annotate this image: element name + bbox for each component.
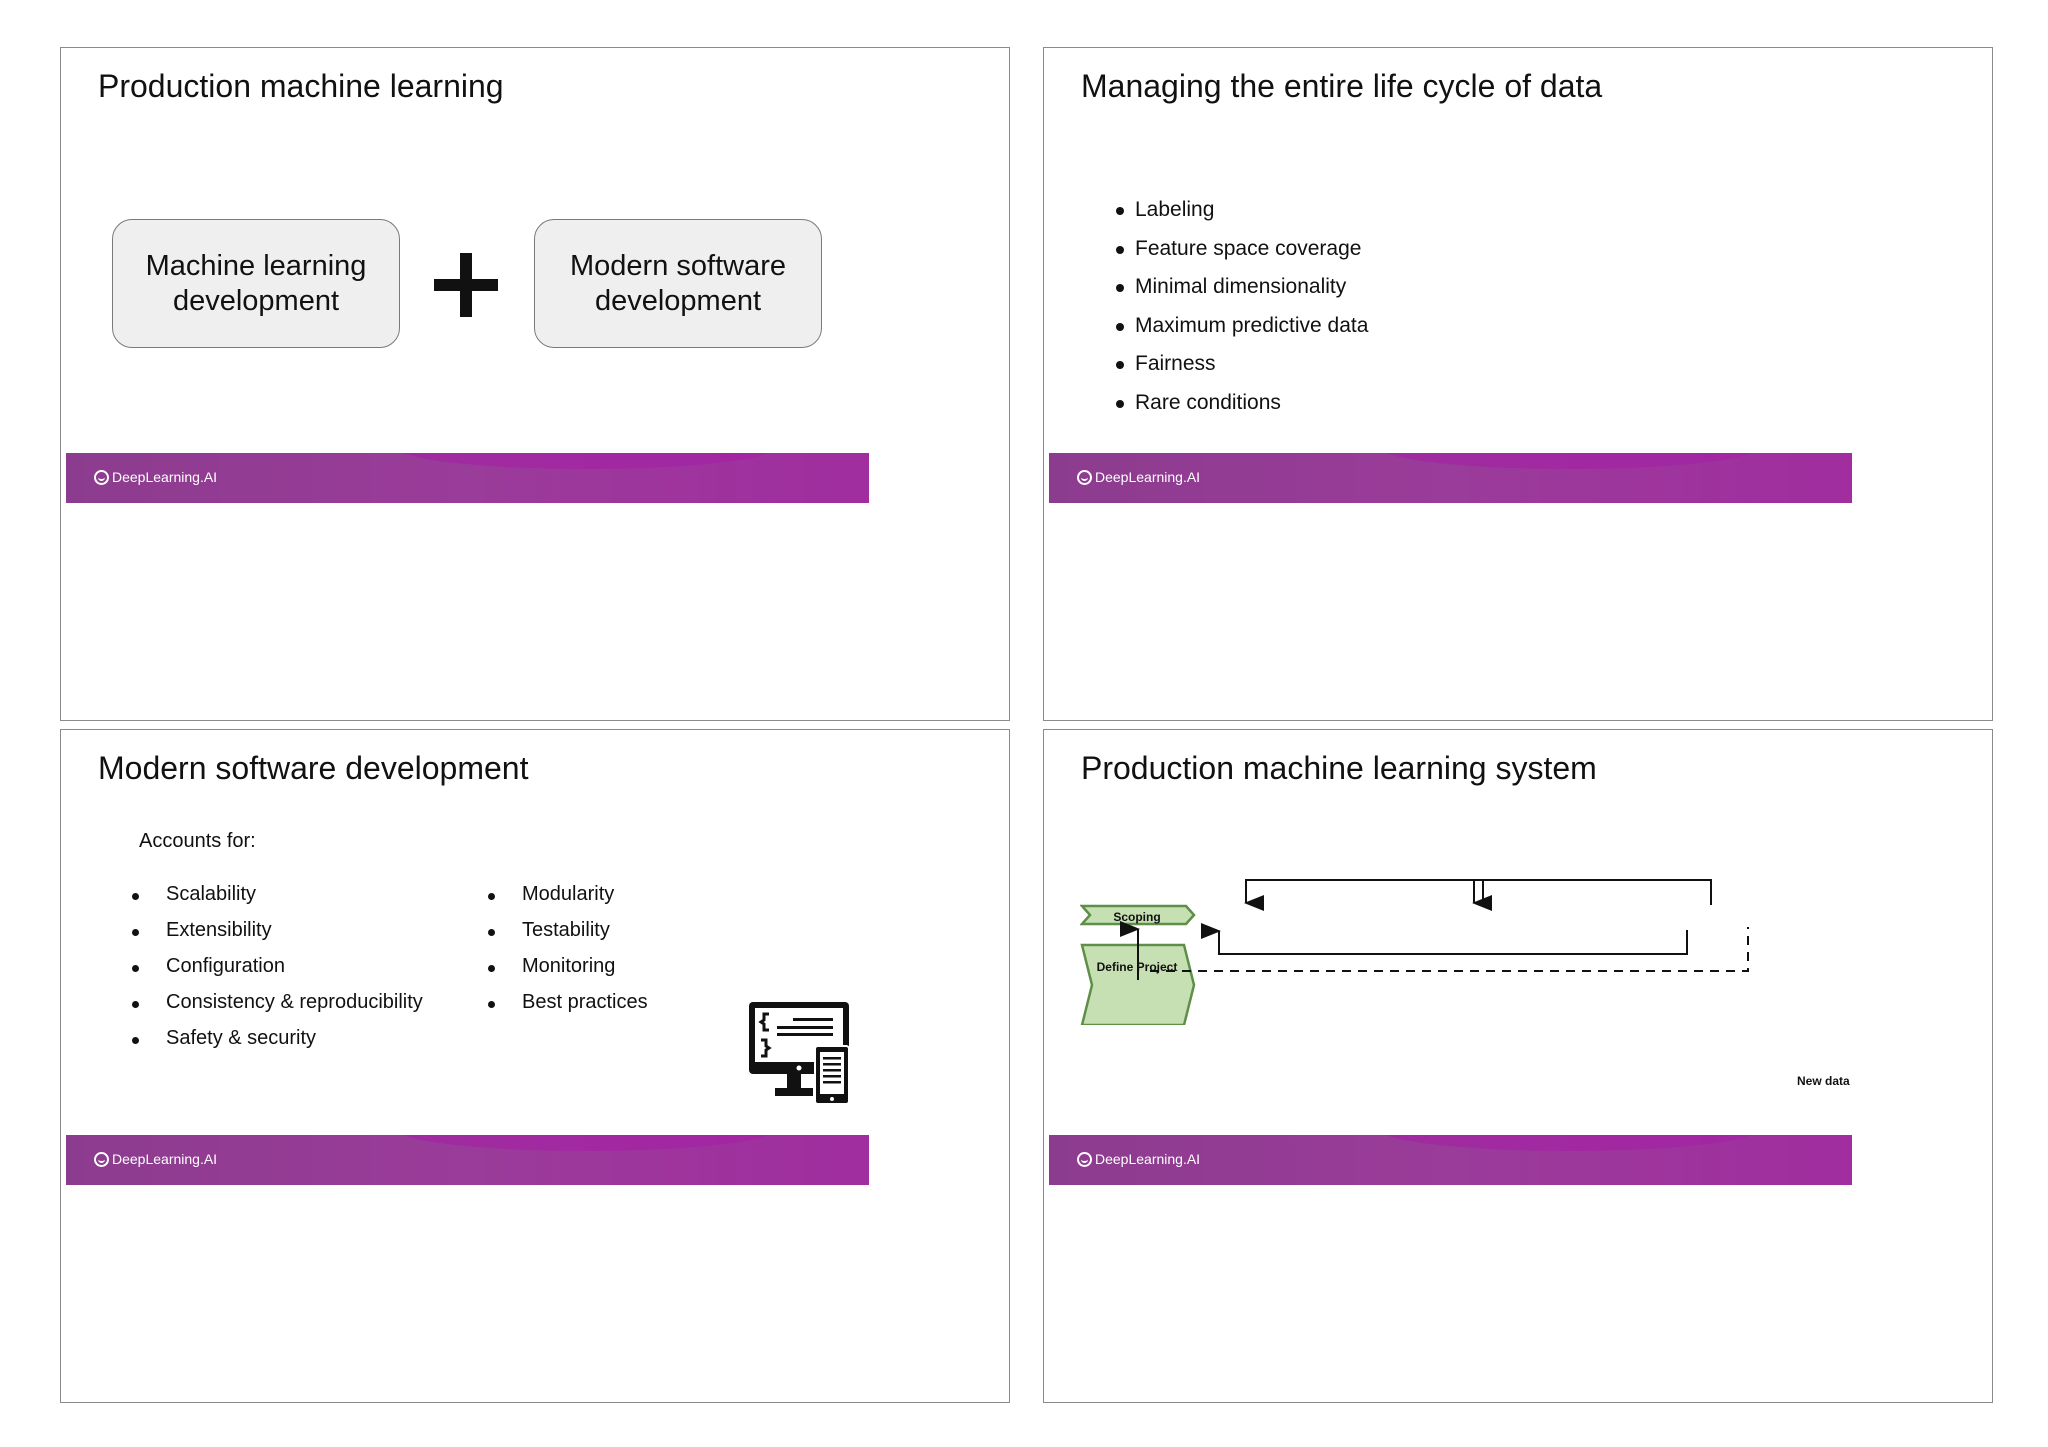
bullet-icon <box>1116 245 1124 254</box>
left-bullet-list: Scalability Extensibility Configuration … <box>132 883 423 1063</box>
bullet-icon <box>1116 361 1124 369</box>
list-item: Best practices <box>488 991 648 1027</box>
bullet-icon <box>132 929 139 936</box>
feedback-arrow-3 <box>1201 923 1688 955</box>
brand-logo: DeepLearning.AI <box>1077 469 1200 485</box>
footer-wave <box>1379 1135 1759 1151</box>
bullet-icon <box>488 965 495 972</box>
new-data-label: New data <box>1797 1074 1850 1088</box>
new-data-dashed-line <box>1150 927 1749 972</box>
footer-wave <box>396 453 776 469</box>
list-item: Feature space coverage <box>1116 237 1368 276</box>
list-item: Safety & security <box>132 1027 423 1063</box>
footer-bar: DeepLearning.AI <box>66 1135 869 1185</box>
brand-name: DeepLearning.AI <box>1095 469 1201 485</box>
bullet-icon <box>1116 399 1124 408</box>
define-project-chevron <box>1080 943 1196 1025</box>
list-item: Monitoring <box>488 955 648 991</box>
deeplearning-logo-icon <box>1077 469 1092 485</box>
slide-production-ml-system: Production machine learning system Scopi… <box>1043 729 1993 1403</box>
footer-wave <box>396 1135 776 1151</box>
slide-title: Production machine learning system <box>1081 750 1597 786</box>
list-item: Scalability <box>132 883 423 919</box>
plus-icon <box>434 253 498 317</box>
list-item: Labeling <box>1116 198 1368 237</box>
slide-title: Modern software development <box>98 750 529 786</box>
scoping-chevron <box>1080 904 1196 926</box>
brand-logo: DeepLearning.AI <box>94 1151 217 1167</box>
deeplearning-logo-icon <box>94 469 109 485</box>
desktop-tablet-code-icon <box>749 1002 850 1105</box>
list-item: Extensibility <box>132 919 423 955</box>
define-project-label: Define Project <box>1096 960 1178 974</box>
list-item: Fairness <box>1116 352 1368 391</box>
accounts-for-label: Accounts for: <box>139 830 256 852</box>
footer-bar: DeepLearning.AI <box>1049 453 1852 503</box>
bullet-icon <box>1116 284 1124 292</box>
brand-name: DeepLearning.AI <box>112 469 218 485</box>
deeplearning-logo-icon <box>1077 1151 1092 1167</box>
bullet-icon <box>1116 322 1124 331</box>
feedback-arrow-1 <box>1244 879 1484 911</box>
slide-data-life-cycle: Managing the entire life cycle of data L… <box>1043 47 1993 721</box>
slide-title: Managing the entire life cycle of data <box>1081 68 1603 104</box>
list-item: Configuration <box>132 955 423 991</box>
bullet-icon <box>488 893 495 900</box>
footer-wave <box>1379 453 1759 469</box>
bullet-icon <box>1116 207 1124 215</box>
bullet-icon <box>488 929 495 936</box>
diagram-shapes <box>1080 879 1749 1025</box>
bullet-icon <box>132 893 139 900</box>
bullet-icon <box>488 1001 495 1008</box>
ml-development-box: Machine learning development <box>112 219 400 348</box>
brand-logo: DeepLearning.AI <box>1077 1151 1200 1167</box>
scoping-label: Scoping <box>1113 910 1161 924</box>
bullet-list: Labeling Feature space coverage Minimal … <box>1116 198 1368 429</box>
bullet-icon <box>132 1001 139 1008</box>
footer-bar: DeepLearning.AI <box>66 453 869 503</box>
list-item: Minimal dimensionality <box>1116 275 1368 314</box>
software-development-box: Modern software development <box>534 219 822 348</box>
deeplearning-logo-icon <box>94 1151 109 1167</box>
bullet-icon <box>132 1037 139 1044</box>
footer-bar: DeepLearning.AI <box>1049 1135 1852 1185</box>
list-item: Consistency & reproducibility <box>132 991 423 1027</box>
list-item: Modularity <box>488 883 648 919</box>
list-item: Rare conditions <box>1116 391 1368 430</box>
slide-production-ml: Production machine learning Machine lear… <box>60 47 1010 721</box>
feedback-arrow-2 <box>1472 879 1712 911</box>
slide-title: Production machine learning <box>98 68 504 104</box>
slide-modern-software: Modern software development Accounts for… <box>60 729 1010 1403</box>
right-bullet-list: Modularity Testability Monitoring Best p… <box>488 883 648 1027</box>
list-item: Testability <box>488 919 648 955</box>
bullet-icon <box>132 965 139 972</box>
brand-name: DeepLearning.AI <box>1095 1151 1201 1167</box>
brand-logo: DeepLearning.AI <box>94 469 217 485</box>
brand-name: DeepLearning.AI <box>112 1151 218 1167</box>
list-item: Maximum predictive data <box>1116 314 1368 353</box>
